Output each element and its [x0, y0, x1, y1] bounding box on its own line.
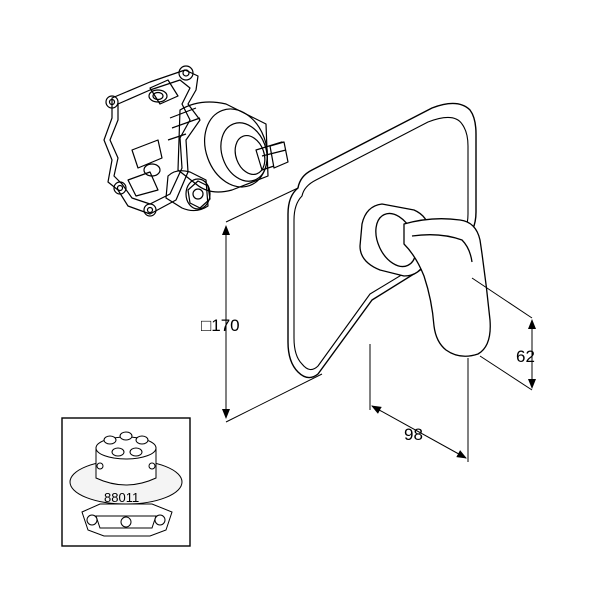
- lever-handle: [359, 203, 491, 357]
- height-dimension-label: □170: [201, 316, 240, 335]
- depth-dimension-label: 98: [404, 425, 423, 444]
- dimension-lines: [222, 187, 536, 462]
- inset-rough-in-unit: [69, 431, 183, 537]
- concealed-valve-body: [103, 65, 289, 217]
- lever-offset-dimension-label: 62: [516, 347, 535, 366]
- inset-part-number: 88011: [104, 490, 139, 505]
